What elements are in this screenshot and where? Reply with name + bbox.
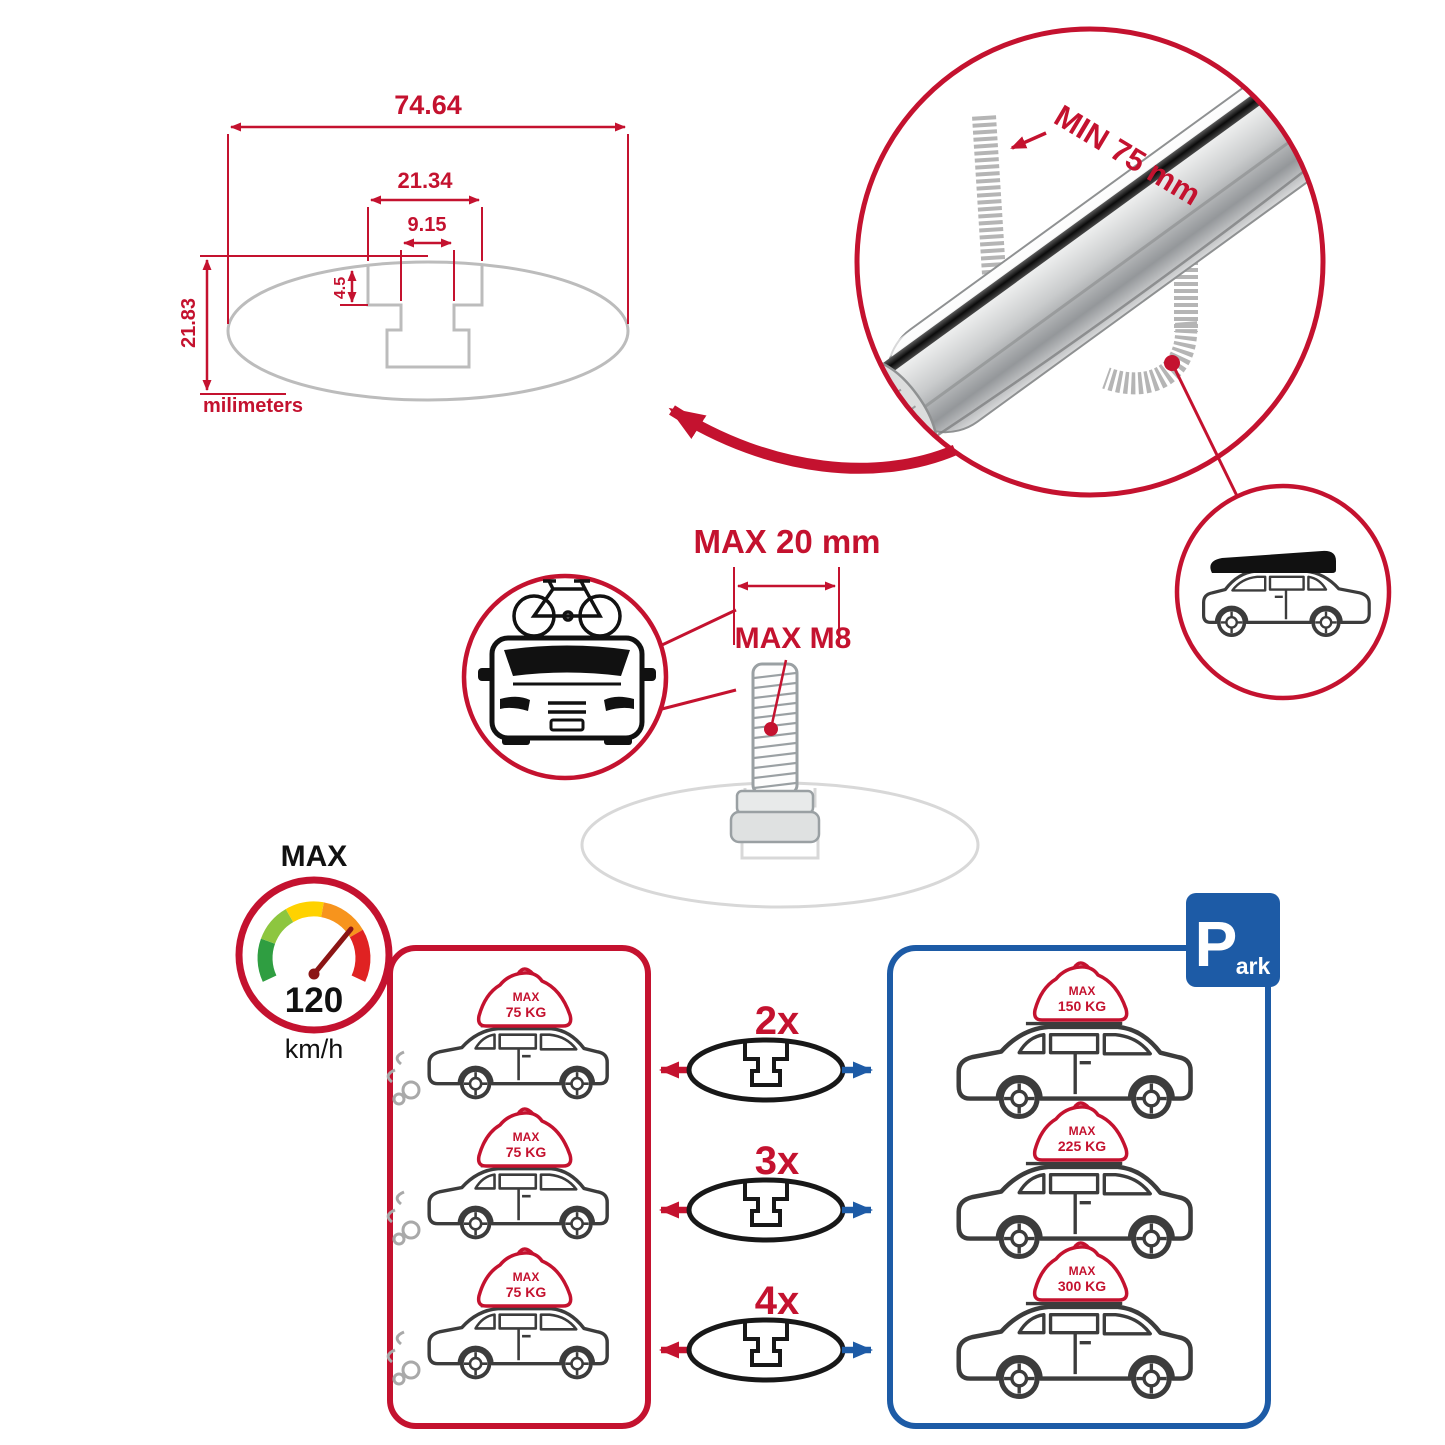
dim-slot-width-label: 9.15 bbox=[408, 214, 447, 236]
dimension-total-height bbox=[200, 255, 428, 395]
bag-kg-label: 150 KG bbox=[1058, 998, 1106, 1014]
dim-slot-depth-label: 4.5 bbox=[332, 277, 349, 299]
driving-load-panel: MAX 75 KG MAX 75 KG MAX 75 KG bbox=[386, 945, 651, 1429]
bag-max-label: MAX bbox=[513, 1130, 540, 1144]
dim-total-height-label: 21.83 bbox=[178, 298, 200, 348]
roofbox-car-icon bbox=[1201, 550, 1371, 638]
crossbar-profile-icon bbox=[689, 1180, 843, 1240]
motion-lines-icon bbox=[386, 1190, 421, 1246]
thread-point-dot bbox=[764, 722, 778, 736]
units-label: milimeters bbox=[203, 395, 303, 417]
crossbar-icon bbox=[861, 29, 1323, 456]
dimension-slot-depth bbox=[340, 270, 368, 306]
dimension-slot-width bbox=[400, 238, 455, 301]
callout-line bbox=[1170, 362, 1239, 497]
multiplier-row: 2x bbox=[659, 999, 873, 1100]
crossbar-profile-icon bbox=[689, 1040, 843, 1100]
thread-callout-line bbox=[770, 659, 788, 725]
dim-total-width-label: 74.64 bbox=[394, 90, 462, 120]
clamp-strap-left bbox=[972, 115, 1006, 275]
bag-kg-label: 75 KG bbox=[506, 1284, 547, 1300]
speed-limit-gauge: MAX 120 km/h bbox=[235, 840, 393, 1064]
bag-max-label: MAX bbox=[1069, 1264, 1096, 1278]
bag-kg-label: 300 KG bbox=[1058, 1278, 1106, 1294]
motion-lines-icon bbox=[386, 1050, 421, 1106]
parking-sign-icon: P ark bbox=[1186, 893, 1280, 987]
car-front-icon bbox=[478, 635, 656, 745]
parked-car-row: MAX 225 KG bbox=[959, 1101, 1191, 1256]
cross-section-dimension-diagram: 74.64 21.34 9.15 4.5 21.83 milimeters bbox=[178, 90, 630, 417]
min-75-arrow bbox=[1010, 131, 1047, 150]
speed-units: km/h bbox=[285, 1034, 344, 1064]
bolt-max-thread-label: MAX M8 bbox=[735, 622, 852, 655]
t-slot-profile bbox=[366, 266, 484, 369]
clamp-hook bbox=[1102, 321, 1198, 395]
loaded-car-row: MAX 75 KG bbox=[386, 1247, 610, 1386]
multiplier-label: 4x bbox=[755, 1279, 800, 1323]
multiplier-column: 2x 3x 4x bbox=[659, 999, 873, 1380]
bag-max-label: MAX bbox=[1069, 984, 1096, 998]
parked-load-panel: MAX 150 KG MAX 225 KG MAX 300 KG P ark bbox=[887, 893, 1280, 1429]
parking-sign-ark: ark bbox=[1236, 953, 1271, 979]
callout-line-lower bbox=[657, 688, 737, 712]
multiplier-row: 3x bbox=[659, 1139, 873, 1240]
multiplier-label: 2x bbox=[755, 999, 800, 1043]
bolt-spec-diagram: MAX 20 mm MAX M8 bbox=[580, 523, 980, 909]
bag-max-label: MAX bbox=[1069, 1124, 1096, 1138]
multiplier-row: 4x bbox=[659, 1279, 873, 1380]
loaded-car-row: MAX 75 KG bbox=[386, 1107, 610, 1246]
bolt-width-dimension bbox=[733, 567, 840, 645]
bar-cross-section-outline bbox=[226, 260, 630, 402]
speed-value: 120 bbox=[285, 981, 343, 1020]
multiplier-label: 3x bbox=[755, 1139, 800, 1183]
bag-max-label: MAX bbox=[513, 990, 540, 1004]
closeup-circle-border bbox=[854, 26, 1326, 498]
gauge-pivot bbox=[308, 968, 320, 980]
gauge-arc bbox=[257, 901, 371, 982]
parking-sign-p: P bbox=[1195, 908, 1238, 980]
callout-line-upper bbox=[661, 608, 737, 647]
callout-arrow bbox=[668, 405, 958, 474]
roof-box bbox=[1210, 550, 1336, 573]
bag-kg-label: 75 KG bbox=[506, 1004, 547, 1020]
bag-max-label: MAX bbox=[513, 1270, 540, 1284]
motion-lines-icon bbox=[386, 1330, 421, 1386]
gauge-needle bbox=[311, 926, 354, 977]
speed-max-label: MAX bbox=[281, 840, 348, 873]
dim-channel-width-label: 21.34 bbox=[397, 168, 453, 193]
bag-kg-label: 75 KG bbox=[506, 1144, 547, 1160]
bolt-max-width-label: MAX 20 mm bbox=[693, 523, 880, 560]
parked-car-row: MAX 150 KG bbox=[959, 961, 1191, 1116]
dimension-channel-width bbox=[367, 195, 483, 261]
bolt-icon bbox=[729, 662, 821, 844]
loaded-car-row: MAX 75 KG bbox=[386, 967, 610, 1106]
parked-car-row: MAX 300 KG bbox=[959, 1241, 1191, 1396]
dimension-total-width bbox=[227, 122, 629, 324]
crossbar-profile-icon bbox=[689, 1320, 843, 1380]
bag-kg-label: 225 KG bbox=[1058, 1138, 1106, 1154]
bike-car-callout bbox=[461, 573, 737, 781]
crossbar-closeup: MIN 75 mm bbox=[854, 26, 1326, 498]
roofbox-car-callout bbox=[1164, 355, 1392, 701]
